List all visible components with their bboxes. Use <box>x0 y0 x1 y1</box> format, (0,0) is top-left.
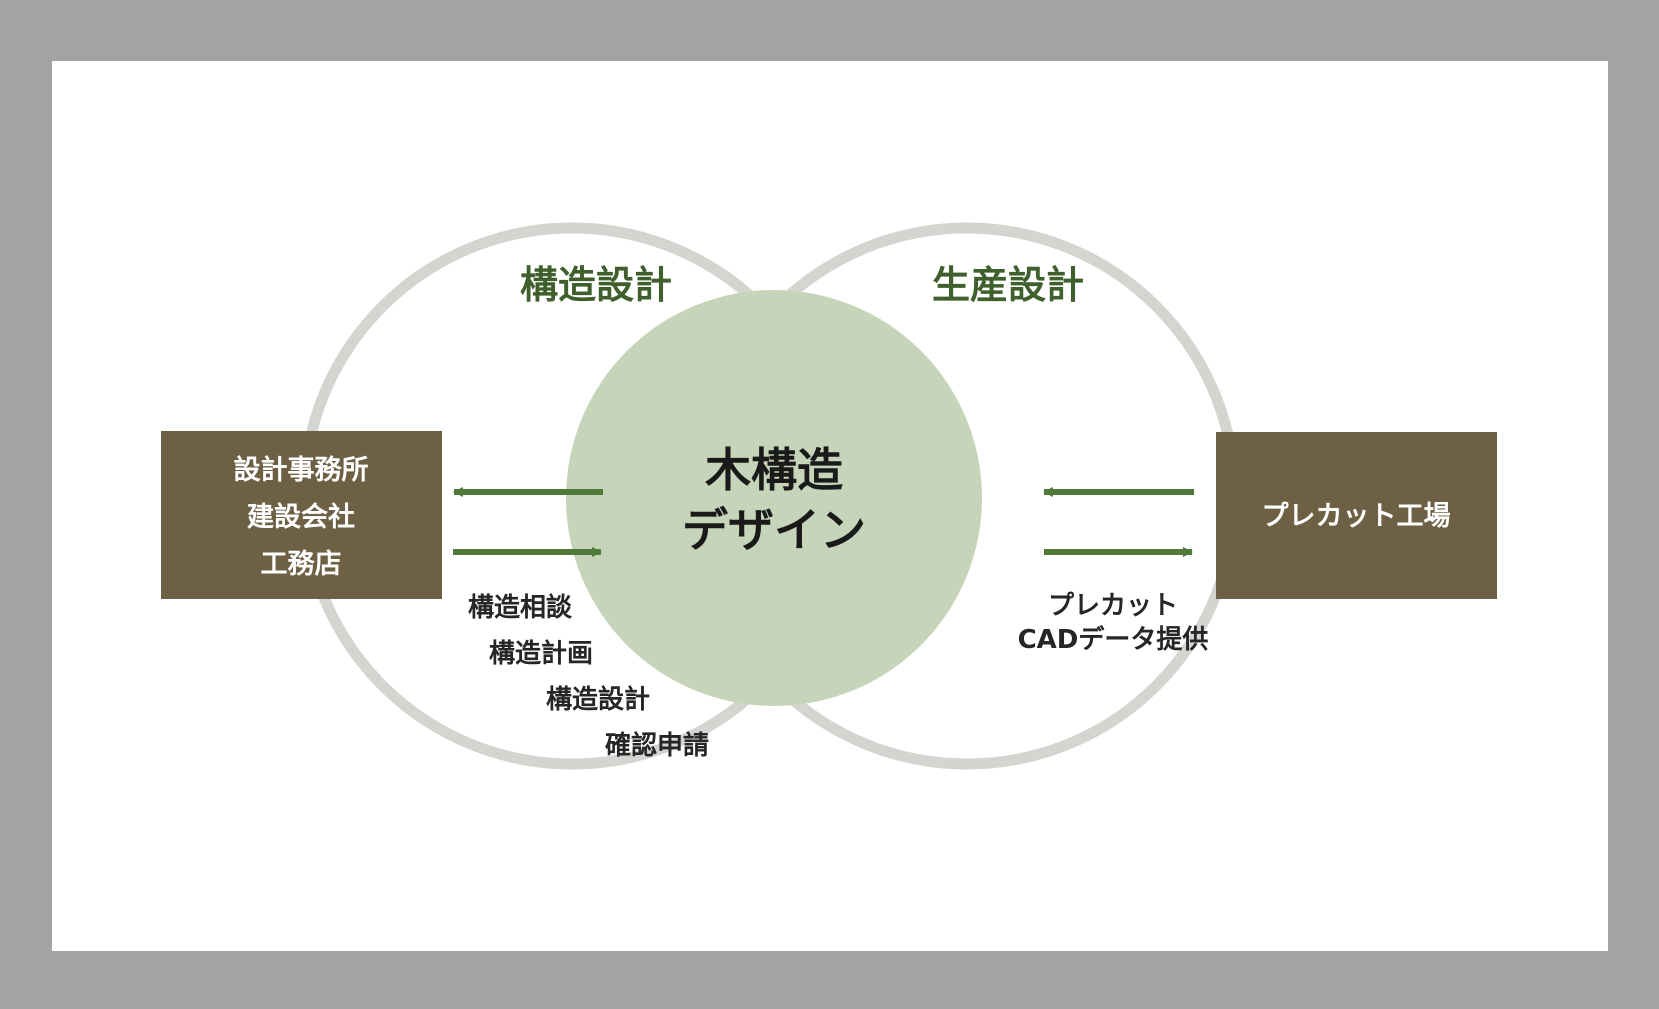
left-box-line-1: 設計事務所 <box>234 454 369 486</box>
right-box-label: プレカット工場 <box>1262 501 1451 532</box>
right-section-title: 生産設計 <box>932 263 1084 307</box>
left-section-title: 構造設計 <box>520 263 672 307</box>
left-service-3: 構造設計 <box>546 684 650 715</box>
wood-structure-diagram: 構造設計 生産設計 木構造 デザイン 設計事務所 建設会社 工務店 プレカット工… <box>161 222 1497 770</box>
left-client-box <box>161 431 442 599</box>
right-factory-box <box>1216 432 1497 599</box>
right-service-1: プレカット <box>1048 591 1178 621</box>
diagram-canvas: 構造設計 生産設計 木構造 デザイン 設計事務所 建設会社 工務店 プレカット工… <box>52 61 1608 951</box>
left-service-2: 構造計画 <box>489 638 593 669</box>
left-service-4: 確認申請 <box>605 730 709 761</box>
left-service-1: 構造相談 <box>468 592 573 623</box>
center-title-line2: デザイン <box>682 503 866 557</box>
left-box-line-2: 建設会社 <box>247 501 355 533</box>
left-box-line-3: 工務店 <box>261 549 342 580</box>
center-title-line1: 木構造 <box>705 443 843 497</box>
center-circle <box>566 290 982 706</box>
right-service-2: CADデータ提供 <box>1018 624 1209 655</box>
